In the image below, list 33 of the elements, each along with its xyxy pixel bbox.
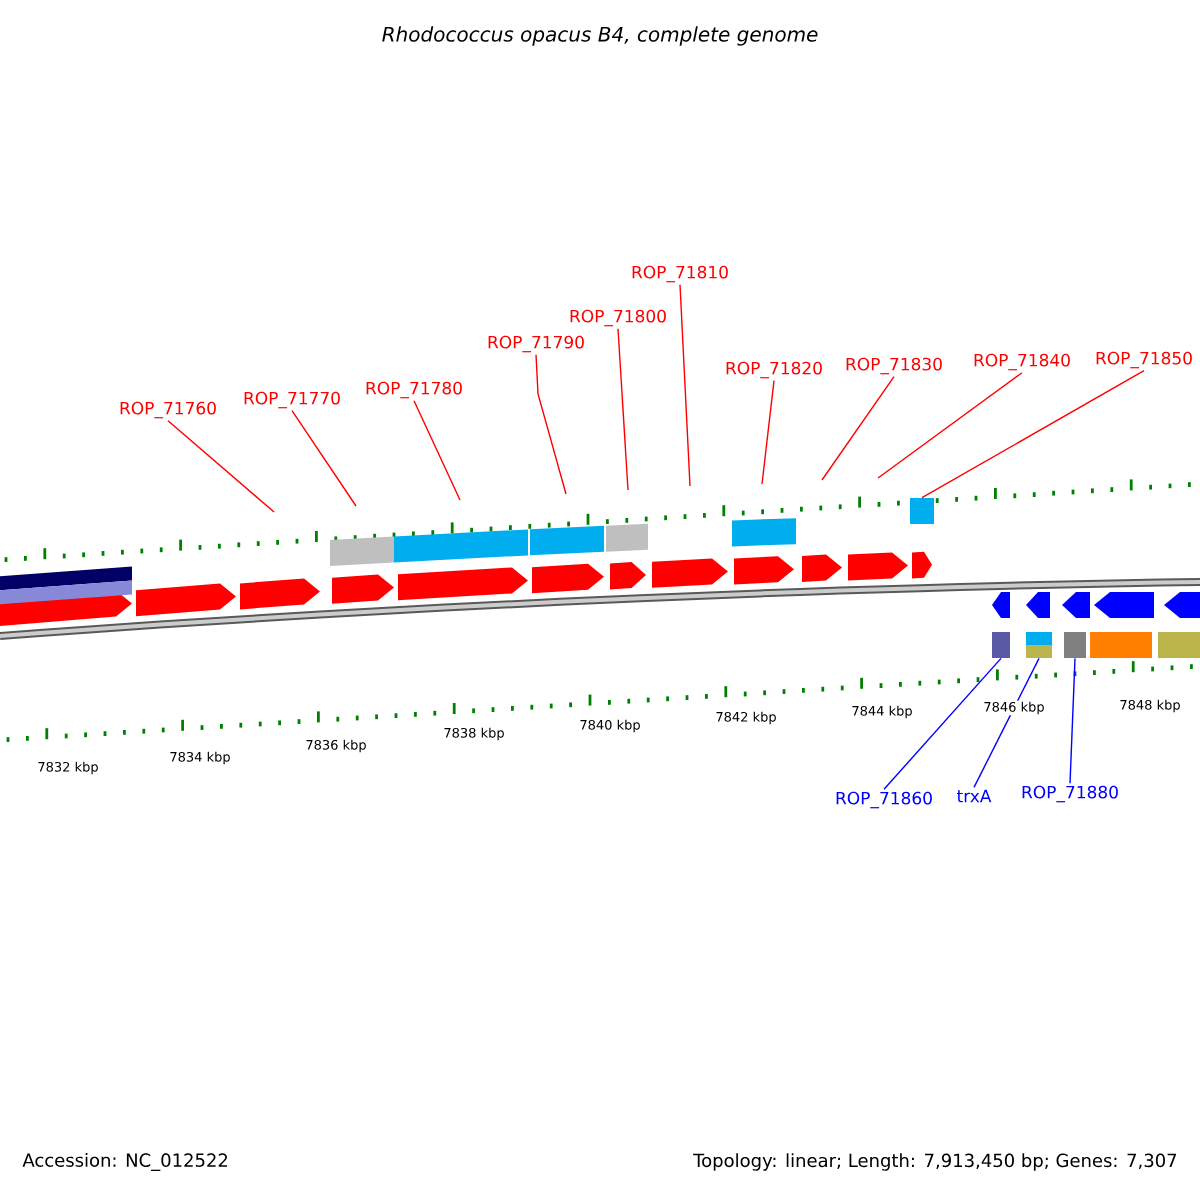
leader-line: [883, 657, 1002, 790]
leader-line: [413, 400, 461, 501]
leader-line: [1069, 657, 1076, 784]
gene-label: ROP_71790: [488, 335, 584, 353]
feature-box: [992, 632, 1010, 658]
leader-line: [535, 354, 567, 495]
leader-line: [921, 370, 1145, 499]
feature-box: [910, 498, 934, 524]
gene-label: ROP_71880: [1022, 785, 1118, 803]
leader-line: [973, 657, 1040, 789]
gene-label: ROP_71770: [244, 391, 340, 409]
leader-line: [291, 410, 357, 507]
footer-text: Topology: linear; Length: 7,913,450 bp; Genes: 7,307: [693, 1153, 1177, 1171]
feature-box: [1064, 632, 1086, 658]
leader-line: [761, 380, 775, 485]
gene-label: ROP_71800: [570, 309, 666, 327]
footer-text: Accession: NC_012522: [22, 1153, 228, 1171]
leader-line: [617, 328, 629, 491]
leader-line: [821, 376, 895, 481]
leader-line: [679, 284, 691, 487]
feature-box: [1026, 632, 1052, 658]
gene-label: ROP_71830: [846, 357, 942, 375]
leader-line: [167, 420, 275, 513]
leader-line: [877, 372, 1023, 479]
gene-label: ROP_71760: [120, 401, 216, 419]
gene-label: ROP_71820: [726, 361, 822, 379]
gene-label: ROP_71860: [836, 791, 932, 809]
title: Rhodococcus opacus B4, complete genome: [382, 26, 818, 46]
gene-label: trxA: [957, 789, 992, 803]
gene-label: ROP_71780: [366, 381, 462, 399]
gene-label: ROP_71850: [1096, 351, 1192, 369]
gene-label: ROP_71810: [632, 265, 728, 283]
gene-label: ROP_71840: [974, 353, 1070, 371]
